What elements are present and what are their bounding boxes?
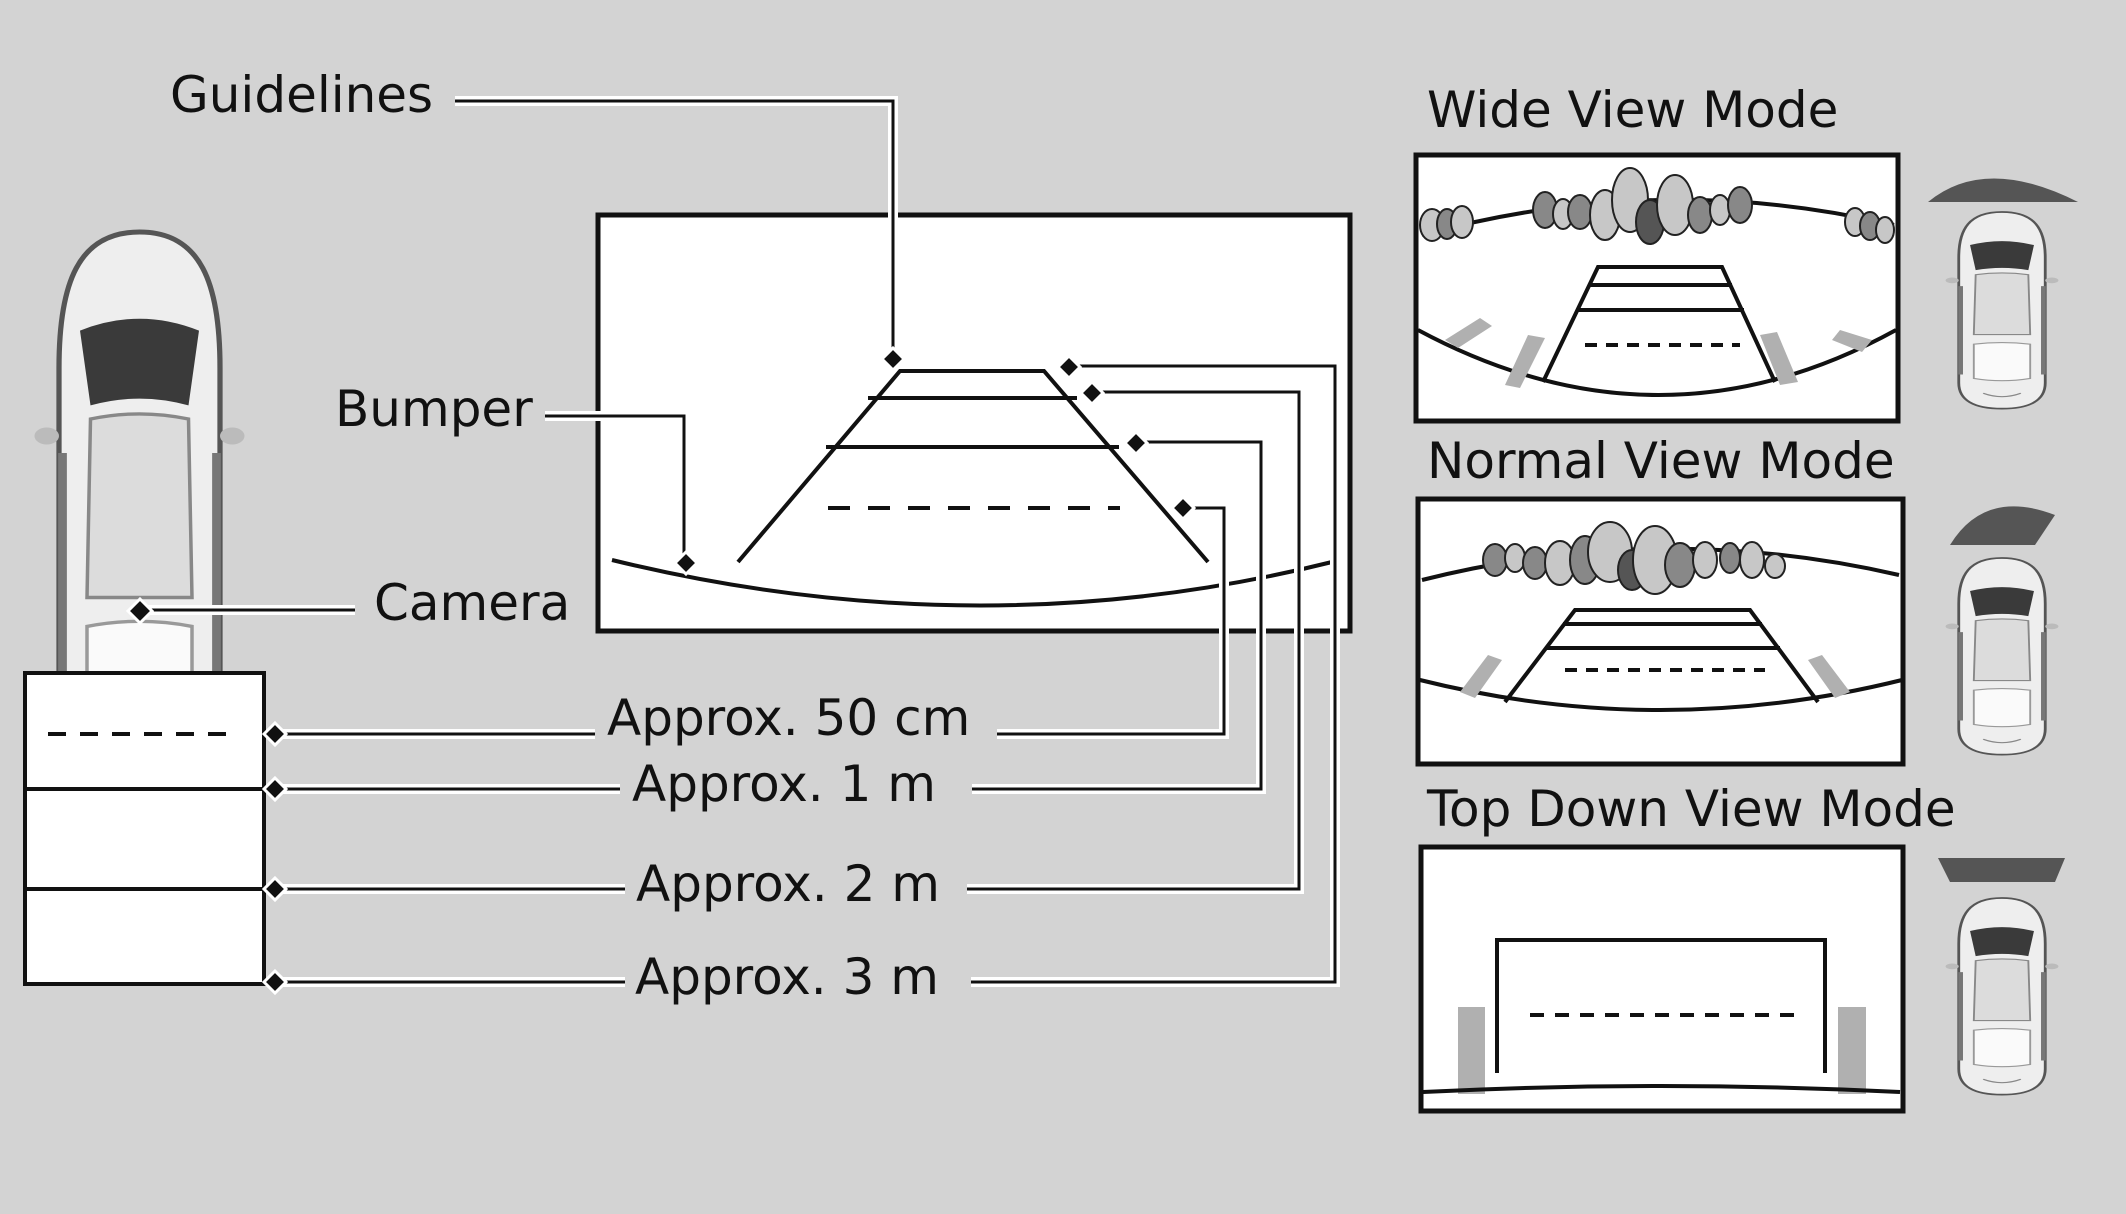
wide-view-mode-title: Wide View Mode <box>1427 81 1838 139</box>
normal-view-car-icon <box>1946 558 2059 755</box>
top-down-view-car-icon <box>1946 898 2059 1095</box>
distance-label-3m: Approx. 3 m <box>635 948 939 1006</box>
normal-view-coverage-icon <box>1950 506 2055 545</box>
normal-view-bushes <box>1482 521 1786 595</box>
distance-label-50cm: Approx. 50 cm <box>607 689 970 747</box>
normal-view-screen <box>1415 496 1906 767</box>
bumper-label: Bumper <box>335 380 533 438</box>
camera-guidelines <box>611 369 1333 608</box>
top-down-view-mode-title: Top Down View Mode <box>1426 780 1956 838</box>
normal-view-mode-title: Normal View Mode <box>1427 432 1895 490</box>
wide-view-screen <box>1413 152 1901 424</box>
distance-label-2m: Approx. 2 m <box>636 855 940 913</box>
top-down-view-screen <box>1418 844 1906 1114</box>
guidelines-label: Guidelines <box>170 66 433 124</box>
bumper-line <box>611 558 1333 608</box>
leader-markers <box>125 345 1197 996</box>
wide-view-car-icon <box>1946 212 2059 409</box>
distance-strip <box>23 671 266 986</box>
camera-screen <box>595 212 1353 634</box>
wide-view-coverage-icon <box>1928 178 2078 202</box>
leader-lines <box>142 96 1340 987</box>
top-down-view-coverage-icon <box>1938 858 2065 882</box>
distance-label-1m: Approx. 1 m <box>632 755 936 813</box>
camera-label: Camera <box>374 574 570 632</box>
wide-view-bushes <box>1419 167 1895 245</box>
